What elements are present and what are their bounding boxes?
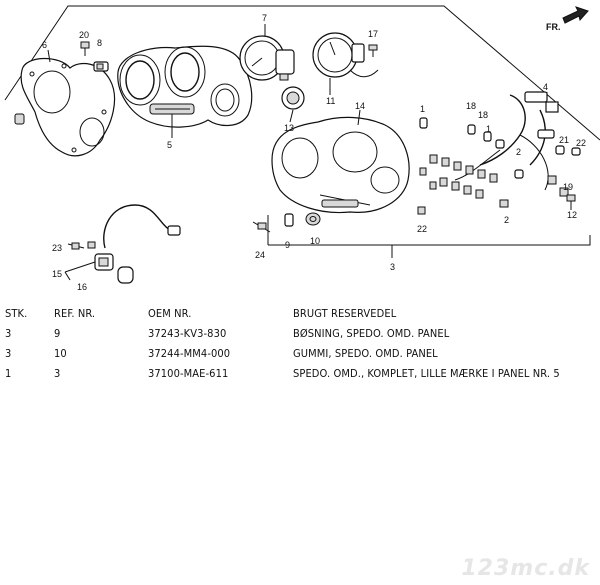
leader-lines	[47, 24, 548, 281]
part-14-meter-case	[271, 116, 410, 214]
small-parts	[419, 117, 581, 210]
cell-oem: 37243-KV3-830	[148, 326, 227, 340]
cell-desc: GUMMI, SPEDO. OMD. PANEL	[293, 346, 438, 360]
part-6-gasket	[20, 57, 116, 157]
callout-1-top: 1	[420, 104, 425, 114]
cell-ref: 9	[54, 326, 61, 340]
callout-4: 4	[543, 82, 548, 92]
cell-qty: 1	[5, 366, 12, 380]
part-7-tachometer	[239, 35, 295, 81]
part-4-wire-harness	[454, 91, 559, 191]
callout-8: 8	[97, 38, 102, 48]
callout-20: 20	[79, 30, 89, 40]
part-17-screw	[368, 44, 378, 57]
part-8-bolt	[93, 61, 109, 72]
cell-qty: 3	[5, 346, 12, 360]
callout-10: 10	[310, 236, 320, 246]
callout-21: 21	[559, 135, 569, 145]
callout-2-b: 2	[504, 215, 509, 225]
callout-24: 24	[255, 250, 265, 260]
part-10-grommet	[305, 212, 321, 226]
part-5-meter-panel	[117, 45, 253, 128]
part-20-screw	[80, 41, 90, 56]
part-13-small-gauge	[281, 86, 305, 110]
header-desc: BRUGT RESERVEDEL	[293, 306, 397, 320]
cell-ref: 10	[54, 346, 67, 360]
table-row: 1 3 37100-MAE-611 SPEDO. OMD., KOMPLET, …	[5, 363, 595, 383]
callout-23: 23	[52, 243, 62, 253]
direction-label: FR.	[546, 22, 561, 32]
callout-17: 17	[368, 29, 378, 39]
cell-ref: 3	[54, 366, 61, 380]
exploded-parts-diagram: FR.	[4, 5, 600, 292]
callout-14: 14	[355, 101, 365, 111]
part-9-collar	[284, 213, 294, 227]
header-qty: STK.	[5, 306, 28, 320]
table-header: STK. REF. NR. OEM NR. BRUGT RESERVEDEL	[5, 303, 595, 323]
callout-6: 6	[42, 40, 47, 50]
part-15-sensor	[87, 204, 181, 271]
callout-7: 7	[262, 13, 267, 23]
callout-11: 11	[326, 96, 335, 106]
parts-table: STK. REF. NR. OEM NR. BRUGT RESERVEDEL 3…	[5, 303, 595, 383]
callout-2-a: 2	[516, 147, 521, 157]
header-oem: OEM NR.	[148, 306, 192, 320]
cell-desc: BØSNING, SPEDO. OMD. PANEL	[293, 326, 450, 340]
callout-labels: 6 20 8 5 7 11 17 13 14 1 18 18 1 4 2 21 …	[42, 13, 586, 292]
callout-9: 9	[285, 240, 290, 250]
table-row: 3 9 37243-KV3-830 BØSNING, SPEDO. OMD. P…	[5, 323, 595, 343]
cell-qty: 3	[5, 326, 12, 340]
watermark-logo: 123mc.dk	[461, 556, 590, 581]
cell-oem: 37244-MM4-000	[148, 346, 231, 360]
part-16-cap	[117, 266, 134, 284]
cell-oem: 37100-MAE-611	[148, 366, 229, 380]
callout-16: 16	[77, 282, 87, 292]
header-ref: REF. NR.	[54, 306, 96, 320]
callout-19: 19	[563, 182, 573, 192]
callout-5: 5	[167, 140, 172, 150]
callout-15: 15	[52, 269, 62, 279]
callout-13: 13	[284, 123, 294, 133]
part-nut-small	[14, 113, 25, 125]
front-direction-arrow: FR.	[546, 6, 589, 32]
table-row: 3 10 37244-MM4-000 GUMMI, SPEDO. OMD. PA…	[5, 343, 595, 363]
part-23-screw	[67, 242, 85, 250]
callout-18-b: 18	[478, 110, 488, 120]
callout-3: 3	[390, 262, 395, 272]
bulb-sockets	[417, 154, 569, 215]
part-24-screw	[252, 221, 271, 233]
callout-12: 12	[567, 210, 577, 220]
callout-18-a: 18	[466, 101, 476, 111]
callout-22-b: 22	[417, 224, 427, 234]
callout-1-mid: 1	[486, 124, 491, 134]
callout-22-a: 22	[576, 138, 586, 148]
part-11-speedometer	[312, 32, 379, 78]
cell-desc: SPEDO. OMD., KOMPLET, LILLE MÆRKE I PANE…	[293, 366, 560, 380]
assembly-frame	[4, 5, 600, 246]
